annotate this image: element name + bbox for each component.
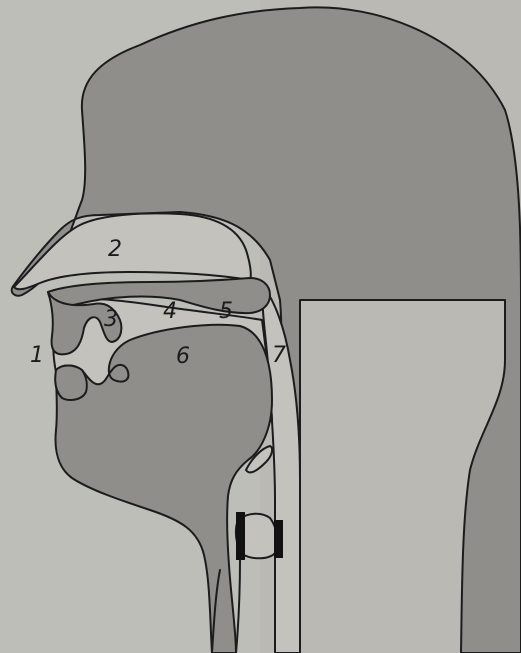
- label-nasal-cavity: 2: [108, 237, 122, 262]
- vocal-fold-band-left: [236, 512, 245, 560]
- label-pharynx: 7: [272, 343, 286, 368]
- label-tongue: 6: [176, 344, 190, 369]
- label-lips: 1: [30, 343, 44, 368]
- label-hard-palate: 4: [163, 299, 177, 324]
- vocal-fold-band-right: [274, 520, 283, 558]
- lower-lip: [55, 366, 87, 401]
- label-soft-palate: 5: [219, 299, 233, 324]
- label-alveolar-ridge: 3: [104, 307, 118, 332]
